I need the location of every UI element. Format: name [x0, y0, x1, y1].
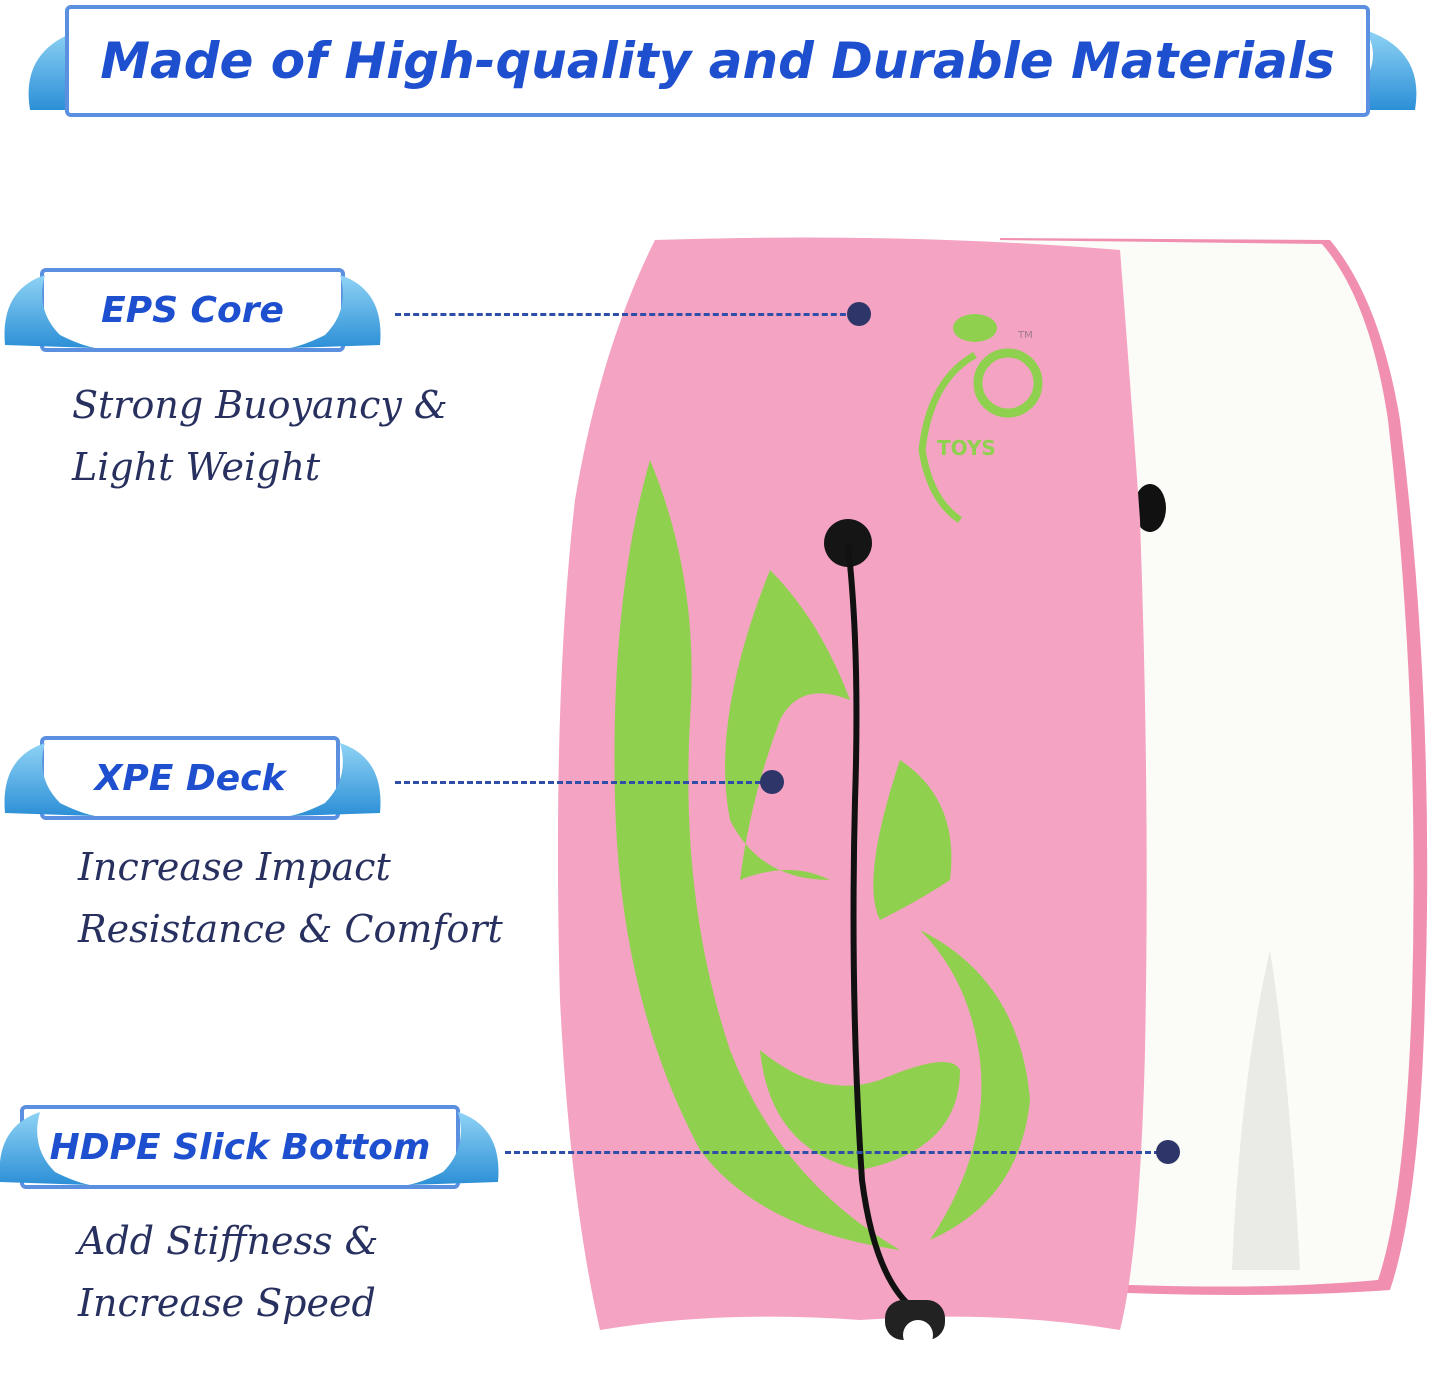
channel — [1232, 950, 1300, 1270]
tribal-graphic — [614, 460, 1030, 1250]
feature-label: HDPE Slick Bottom — [49, 1126, 431, 1168]
pointer-dot — [760, 770, 784, 794]
leash-cord — [845, 544, 917, 1313]
logo-text: TOYS — [937, 436, 996, 460]
pointer-dot — [1156, 1140, 1180, 1164]
feature-description: Increase Impact Resistance & Comfort — [78, 836, 503, 960]
logo-tm: TM — [1017, 330, 1033, 341]
description-line: Light Weight — [72, 445, 321, 489]
pointer-line — [395, 781, 770, 784]
description-line: Strong Buoyancy & — [72, 383, 448, 427]
feature-label: XPE Deck — [94, 757, 286, 799]
description-line: Increase Speed — [78, 1281, 376, 1325]
pointer-dot — [847, 302, 871, 326]
description-line: Add Stiffness & — [78, 1219, 379, 1263]
page-title: Made of High-quality and Durable Materia… — [100, 32, 1335, 90]
plug-back — [1134, 484, 1166, 532]
leash-plug — [824, 519, 872, 567]
brand-logo: TOYS TM — [918, 314, 1043, 523]
feature-banner-eps-core: EPS Core — [40, 268, 345, 352]
feature-label: EPS Core — [101, 289, 284, 331]
pointer-line — [395, 313, 855, 316]
feature-banner-xpe-deck: XPE Deck — [40, 736, 340, 820]
feature-description: Strong Buoyancy & Light Weight — [72, 374, 448, 498]
pointer-line — [505, 1151, 1160, 1154]
description-line: Increase Impact — [78, 845, 391, 889]
description-line: Resistance & Comfort — [78, 907, 503, 951]
feature-banner-hdpe-slick-bottom: HDPE Slick Bottom — [20, 1105, 460, 1189]
feature-description: Add Stiffness & Increase Speed — [78, 1210, 378, 1334]
title-banner: Made of High-quality and Durable Materia… — [65, 5, 1370, 117]
